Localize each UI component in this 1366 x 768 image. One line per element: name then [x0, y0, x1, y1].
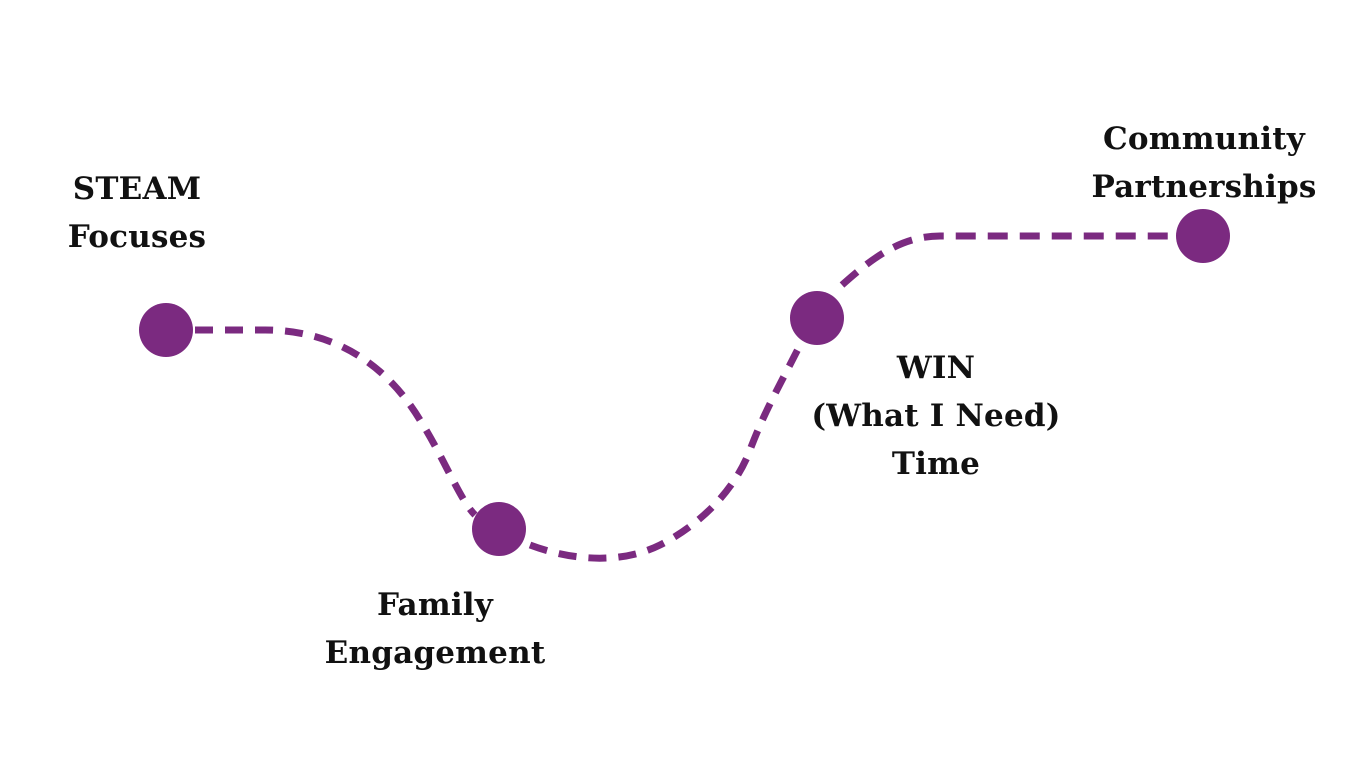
label-line: WIN	[896, 350, 976, 386]
label-line: Engagement	[324, 635, 546, 671]
milestone-label-community: Community Partnerships	[1086, 115, 1322, 211]
dashed-connector-2	[528, 343, 804, 562]
label-line: (What I Need)	[811, 398, 1061, 434]
milestone-dot-family	[472, 502, 526, 556]
label-line: STEAM	[72, 171, 202, 207]
label-line: Family	[377, 587, 493, 623]
dashed-connector-3	[839, 232, 1170, 288]
label-line: Time	[891, 446, 981, 482]
label-line: Focuses	[67, 219, 207, 255]
milestone-label-steam: STEAM Focuses	[52, 165, 222, 261]
milestone-dot-community	[1176, 209, 1230, 263]
dashed-connector-1	[195, 326, 478, 518]
label-line: Partnerships	[1091, 169, 1317, 205]
milestone-dot-steam	[139, 303, 193, 357]
milestone-label-win: WIN (What I Need) Time	[806, 344, 1066, 488]
milestone-label-family: Family Engagement	[320, 581, 550, 677]
milestone-dot-win	[790, 291, 844, 345]
label-line: Community	[1103, 121, 1305, 157]
